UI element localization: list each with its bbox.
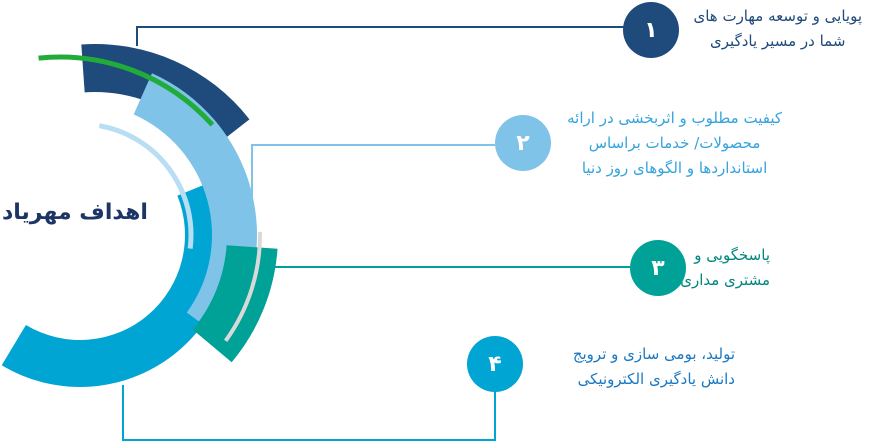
connector-line-2 bbox=[251, 144, 495, 250]
goal-4-line: تولید، بومی سازی و ترویج bbox=[572, 345, 735, 363]
goal-1-line: پویایی و توسعه مهارت های bbox=[693, 7, 862, 25]
diagram-title: اهداف مهریاد bbox=[2, 200, 148, 225]
gray-thin-arc bbox=[224, 231, 262, 342]
cyan-arc bbox=[1, 178, 232, 388]
goal-number-badge-2: ۲ bbox=[495, 115, 551, 171]
goal-number-badge-4: ۴ bbox=[467, 336, 523, 392]
goal-3-line: پاسخگویی و bbox=[694, 246, 770, 264]
goal-2-line: استانداردها و الگوهای روز دنیا bbox=[581, 159, 768, 177]
pale-blue-thin-arc bbox=[98, 123, 194, 249]
goal-text-2: کیفیت مطلوب و اثربخشی در ارائه محصولات/ … bbox=[567, 106, 782, 181]
goal-4-line: دانش یادگیری الکترونیکی bbox=[577, 370, 735, 388]
goal-text-4: تولید، بومی سازی و ترویج دانش یادگیری ال… bbox=[573, 342, 735, 392]
goal-text-1: پویایی و توسعه مهارت های شما در مسیر یاد… bbox=[693, 4, 862, 54]
goal-2-line: محصولات/ خدمات براساس bbox=[588, 134, 761, 152]
goal-number-badge-3: ۳ bbox=[630, 240, 686, 296]
goal-2-line: کیفیت مطلوب و اثربخشی در ارائه bbox=[567, 109, 782, 127]
goal-3-line: مشتری مداری bbox=[680, 271, 770, 289]
goal-number-badge-1: ۱ bbox=[623, 2, 679, 58]
green-thin-arc bbox=[38, 54, 215, 127]
connector-line-1 bbox=[136, 26, 625, 46]
goal-text-3: پاسخگویی و مشتری مداری bbox=[680, 243, 770, 293]
connector-line-4 bbox=[122, 385, 496, 441]
goal-1-line: شما در مسیر یادگیری bbox=[710, 32, 846, 50]
